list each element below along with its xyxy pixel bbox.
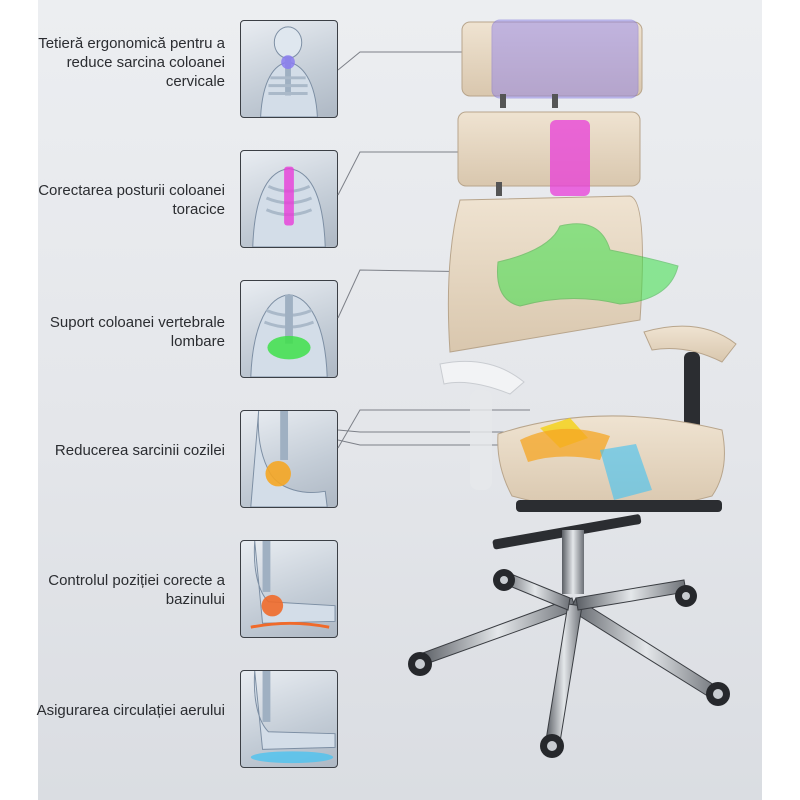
thumb-pelvis [240, 540, 338, 638]
infographic-background [38, 0, 762, 800]
thumb-thoracic [240, 150, 338, 248]
feature-label-air: Asigurarea circulației aerului [36, 702, 225, 719]
feature-label-thoracic: Corectarea posturii coloanei toracice [38, 182, 225, 218]
lumbar-spine-icon [250, 294, 328, 377]
tailbone-icon [250, 411, 328, 507]
thumb-air [240, 670, 338, 768]
thumb-tailbone [240, 410, 338, 508]
thumb-lumbar [240, 280, 338, 378]
feature-label-lumbar: Suport coloanei vertebrale lombare [49, 314, 225, 350]
feature-label-tailbone: Reducerea sarcinii cozilei [54, 442, 225, 459]
ergonomic-chair-illustration [408, 19, 737, 758]
pelvis-icon [250, 541, 336, 629]
feature-label-headrest: Tetieră ergonomică pentru a reduce sarci… [38, 35, 225, 90]
neck-spine-icon [260, 26, 318, 117]
air-circulation-icon [250, 671, 336, 764]
thoracic-spine-icon [252, 166, 326, 247]
thumb-neck [240, 20, 338, 118]
feature-label-pelvis: Controlul poziției corecte a bazinului [48, 572, 225, 608]
